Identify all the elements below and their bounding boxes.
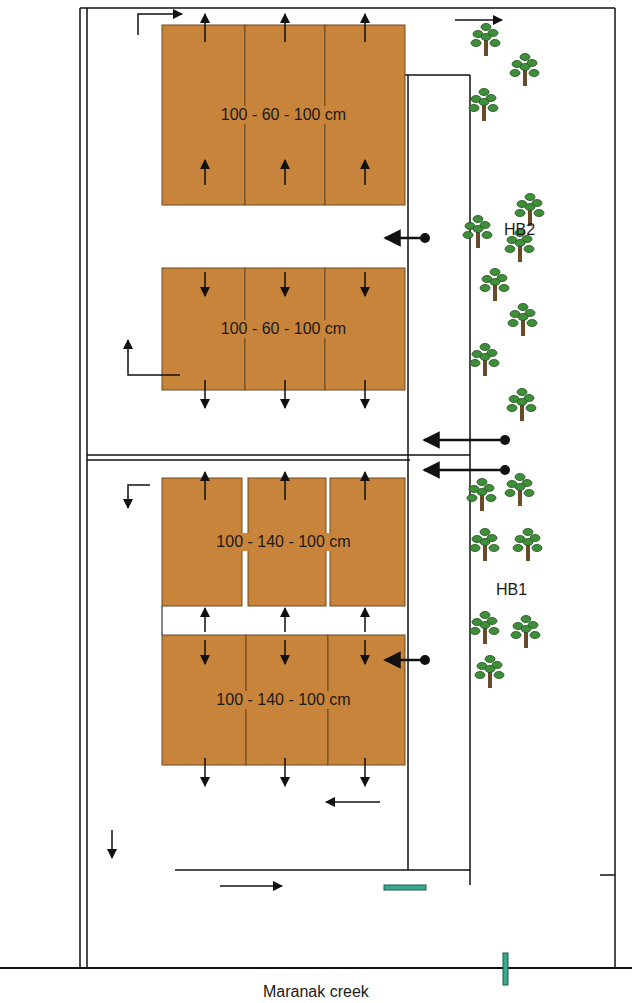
flow-line: [204, 380, 206, 408]
flow-line: [364, 14, 366, 42]
flow-line: [204, 272, 206, 296]
plot-block: 100 - 140 - 100 cm: [162, 478, 405, 606]
gate: [384, 885, 426, 890]
flow-line: [364, 380, 366, 408]
plot-block: 100 - 140 - 100 cm: [162, 635, 405, 765]
flow-line: [364, 608, 366, 632]
flow-line: [284, 472, 286, 500]
tree: [507, 389, 536, 422]
block-divider: [87, 459, 410, 461]
main-channel: [469, 75, 471, 885]
tree: [467, 479, 496, 512]
flow-line: [111, 830, 113, 858]
inlet-arrow: [385, 659, 425, 662]
flow-line: [284, 380, 286, 408]
flow-line: [284, 160, 286, 185]
plot-spacing: 100 - 140 - 100 cm: [214, 691, 352, 709]
hedgerow-label: HB2: [504, 221, 535, 239]
plot-spacing: 100 - 140 - 100 cm: [214, 533, 352, 551]
flow-line: [204, 758, 206, 786]
tree: [463, 216, 492, 249]
flow-line: [204, 14, 206, 42]
flow-line: [364, 272, 366, 296]
flow-line: [455, 19, 502, 21]
creek-label: Maranak creek: [263, 983, 369, 1001]
tree: [471, 24, 500, 57]
plot-spacing: 100 - 60 - 100 cm: [219, 320, 348, 338]
inlet-dot: [500, 465, 510, 475]
tree: [470, 344, 499, 377]
flow-line: [364, 160, 366, 185]
field-boundary: [614, 8, 616, 968]
field-boundary: [79, 8, 81, 968]
flow-line: [284, 640, 286, 664]
tree: [470, 529, 499, 562]
tree: [480, 269, 509, 302]
inlet-arrow: [424, 469, 505, 472]
inlet-dot: [420, 655, 430, 665]
flow-line: [284, 14, 286, 42]
outlet-tick: [600, 874, 615, 876]
tree: [469, 89, 498, 122]
tree: [511, 616, 540, 649]
flow-line: [204, 608, 206, 632]
creek-bank: [0, 967, 632, 969]
tree: [508, 304, 537, 337]
flow-line: [326, 801, 380, 803]
field-boundary: [80, 7, 615, 9]
supply-channel: [407, 75, 409, 870]
tree: [510, 54, 539, 87]
plot-block: 100 - 60 - 100 cm: [162, 25, 405, 205]
plot-spacing: 100 - 60 - 100 cm: [219, 106, 348, 124]
tree: [475, 656, 504, 689]
tree: [470, 612, 499, 645]
inlet-arrow: [385, 237, 425, 240]
flow-line: [364, 640, 366, 664]
supply-channel: [405, 74, 470, 76]
gate: [503, 953, 508, 985]
field-boundary: [86, 8, 88, 968]
flow-line: [284, 272, 286, 296]
flow-line: [220, 885, 282, 887]
plot-block: 100 - 60 - 100 cm: [162, 268, 405, 390]
flow-line: [204, 640, 206, 664]
tree: [513, 529, 542, 562]
inlet-arrow: [424, 439, 505, 442]
block-divider: [87, 454, 470, 456]
flow-line: [204, 472, 206, 500]
flow-line: [364, 472, 366, 500]
hedgerow-label: HB1: [496, 581, 527, 599]
inlet-dot: [500, 435, 510, 445]
plot-edge: [162, 606, 163, 635]
inlet-dot: [420, 233, 430, 243]
flow-line: [284, 758, 286, 786]
flow-line: [284, 608, 286, 632]
flow-arrow: [128, 340, 180, 375]
flow-line: [204, 160, 206, 185]
flow-arrow: [138, 14, 182, 35]
tree: [505, 474, 534, 507]
drain-channel: [175, 869, 470, 871]
flow-arrow: [128, 485, 150, 508]
flow-line: [364, 758, 366, 786]
